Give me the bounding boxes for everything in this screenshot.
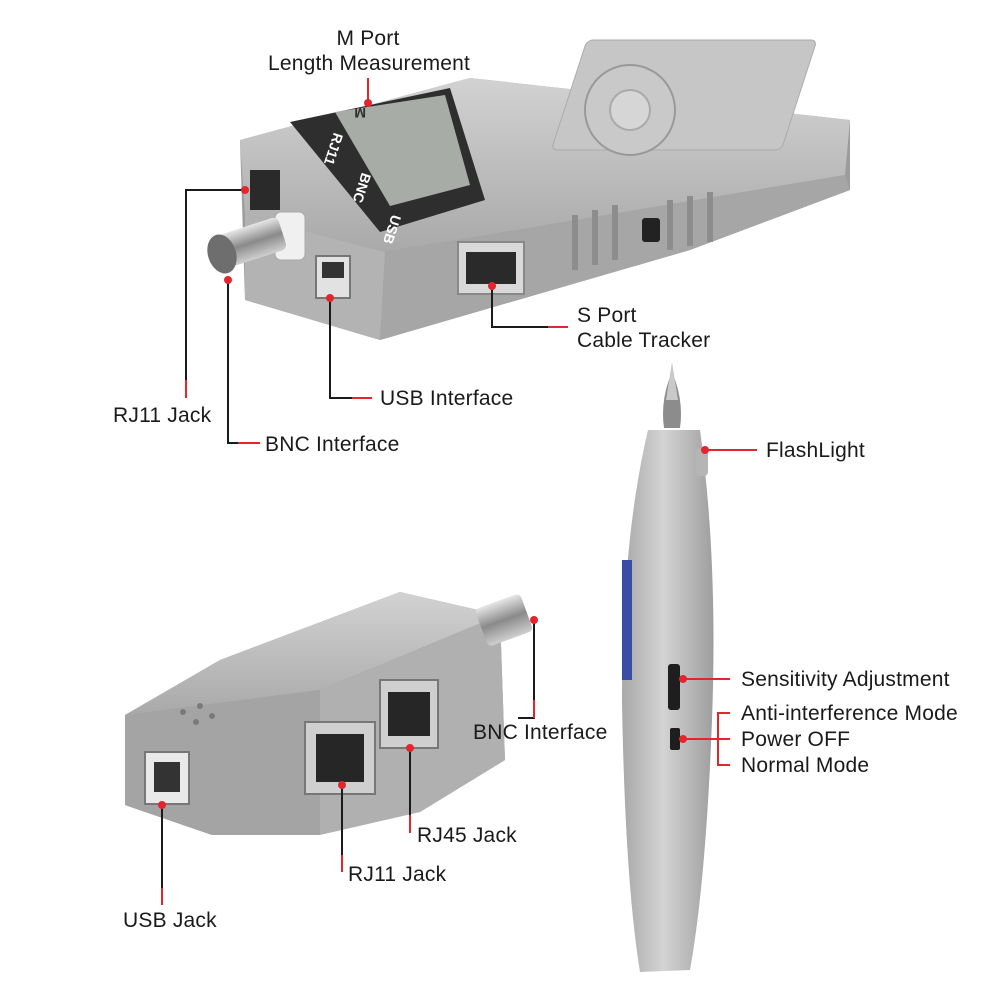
side-grooves: [572, 192, 713, 270]
dc-jack: [642, 218, 660, 242]
remote-bnc-connector: [476, 594, 532, 646]
s-port-label: S Port Cable Tracker: [577, 303, 710, 353]
main-rj11-port: [250, 170, 280, 210]
main-bnc-connector: [207, 211, 306, 274]
screen-label-m: M: [354, 105, 366, 121]
sensitivity-adjustment-label: Sensitivity Adjustment: [741, 668, 950, 691]
main-tester-unit: [207, 39, 850, 340]
remote-usb-b-port: [144, 751, 190, 805]
rj45-jack-label: RJ45 Jack: [417, 824, 517, 847]
bnc-interface-bottom-label: BNC Interface: [473, 721, 608, 744]
m-port-title: M Port: [336, 27, 400, 50]
callout-dots: [158, 99, 709, 809]
power-off-label: Power OFF: [741, 728, 851, 751]
callout-line-ends: [161, 326, 568, 905]
flashlight-label: FlashLight: [766, 439, 865, 462]
usb-interface-label: USB Interface: [380, 387, 514, 410]
rj11-jack-top-label: RJ11 Jack: [113, 404, 212, 427]
tracker-probe: [622, 362, 714, 972]
remote-rj45-port: [379, 679, 439, 749]
mode-switch: [670, 728, 680, 750]
anti-interference-mode-label: Anti-interference Mode: [741, 702, 958, 725]
rj11-jack-bottom-label: RJ11 Jack: [348, 863, 447, 886]
sensitivity-slider: [668, 664, 680, 710]
m-port-label: M Port Length Measurement: [268, 26, 471, 76]
bnc-interface-top-label: BNC Interface: [265, 433, 400, 456]
remote-unit: [125, 592, 532, 835]
normal-mode-label: Normal Mode: [741, 754, 870, 777]
usb-jack-label: USB Jack: [123, 909, 217, 932]
s-port-title: S Port: [577, 304, 637, 327]
remote-rj11-port: [304, 721, 376, 795]
m-port-subtitle: Length Measurement: [268, 52, 471, 75]
s-port-subtitle: Cable Tracker: [577, 329, 711, 352]
